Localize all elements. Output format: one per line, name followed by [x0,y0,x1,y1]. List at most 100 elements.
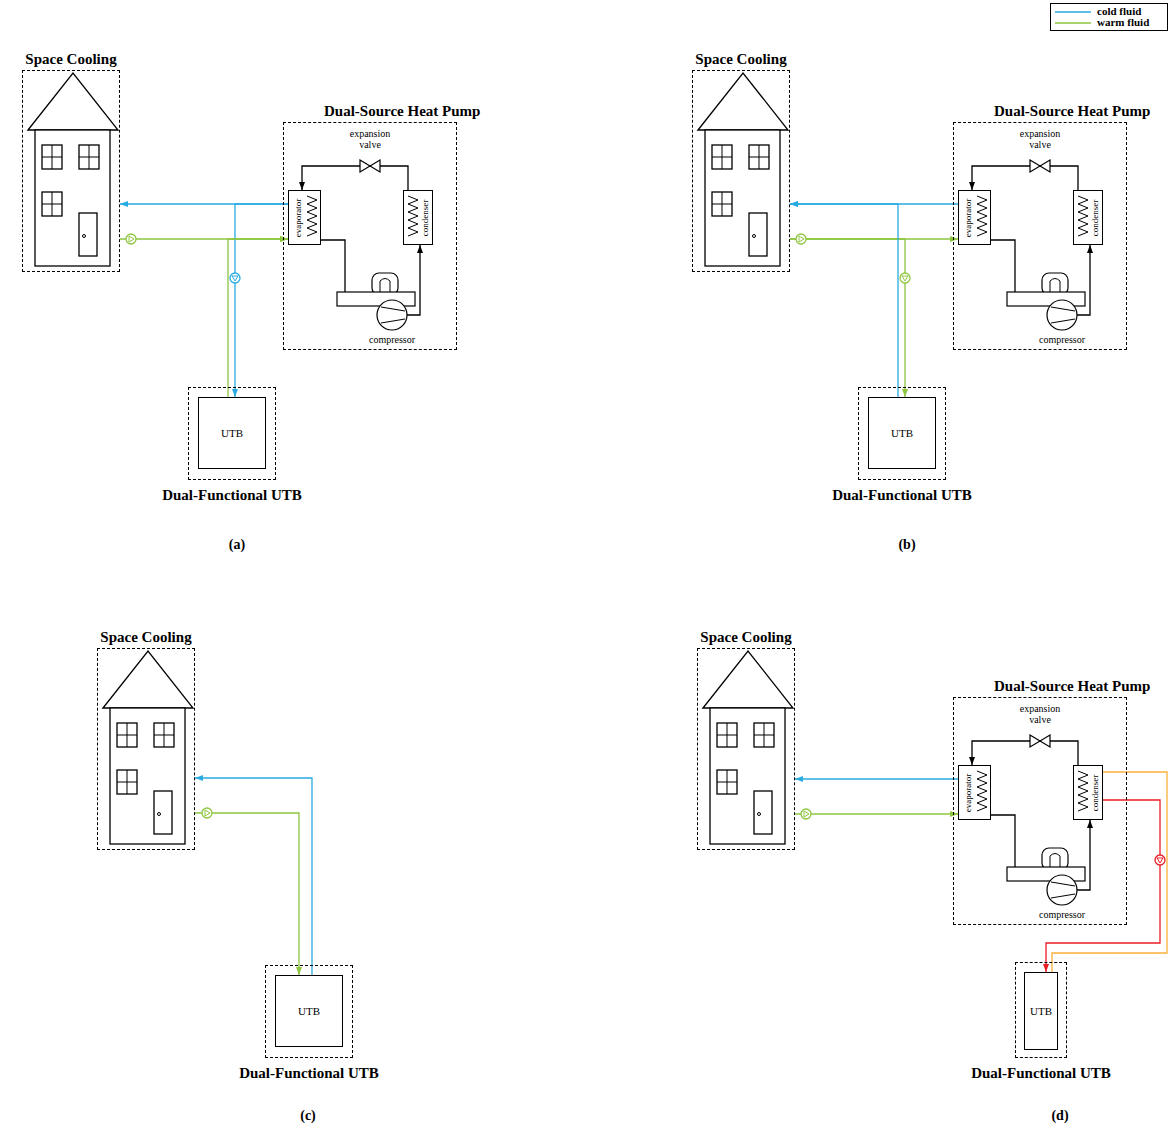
heat-pump-box: Dual-Source Heat Pumpevaporatorcondenser [953,697,1127,925]
heat-pump-box: Dual-Source Heat Pumpevaporatorcondenser [283,122,457,350]
house-window [749,145,769,169]
compressor-blades [381,307,405,323]
pipe-connector [790,239,905,397]
legend-row: cold fluid [1055,6,1163,17]
house-body [35,130,110,266]
group-heading: Space Cooling [25,51,116,68]
door-knob [753,235,756,238]
space-cooling-box: Space Cooling [697,648,795,850]
component-label: condenser [420,199,430,235]
condenser-box: condenser [403,190,433,245]
accumulator [337,292,415,306]
utb-box: UTB [868,397,936,469]
pump-symbol [202,808,212,818]
pipe-connector [991,240,1090,315]
group-heading: Dual-Source Heat Pump [994,103,1150,120]
evaporator-box: evaporator [288,190,321,245]
window-bar [717,735,737,736]
group-heading: Space Cooling [100,629,191,646]
door-knob [758,813,761,816]
pump-symbol [900,273,910,283]
house-window [117,770,137,794]
part-label: compressor [1039,334,1085,345]
compressor-symbol [1047,300,1077,330]
group-heading: Dual-Functional UTB [832,487,972,504]
utb-group-box: Dual-Functional UTBUTB [265,965,353,1058]
component-label: condenser [1090,199,1100,235]
evaporator-box: evaporator [958,765,991,820]
legend-box: cold fluidwarm fluid [1050,3,1168,31]
pump-arrow [205,810,210,816]
legend-text: warm fluid [1097,17,1149,28]
group-heading: Dual-Source Heat Pump [994,678,1150,695]
utb-group-box: Dual-Functional UTBUTB [188,387,276,480]
pipe-connector [195,813,299,975]
window-bar [117,735,137,736]
group-heading: Space Cooling [695,51,786,68]
house-window [42,192,62,216]
house-window [154,723,174,747]
component-label: evaporator [963,773,973,811]
pump-symbol [1155,855,1165,865]
door-knob [158,813,161,816]
panel-label: (d) [1051,1108,1068,1124]
coil-zigzag [408,196,418,236]
accumulator [1007,292,1085,306]
expansion-valve-symbol [1030,160,1050,172]
part-label: expansion valve [340,128,400,150]
house-window [712,192,732,216]
part-label: compressor [1039,909,1085,920]
group-heading: Dual-Functional UTB [162,487,302,504]
compressor-symbol [377,300,407,330]
part-label: expansion valve [1010,703,1070,725]
pipe-connector [972,741,1078,765]
door-knob [83,235,86,238]
legend-line [1055,11,1091,13]
panel-label: (c) [300,1108,316,1124]
pipe-connector [302,166,408,190]
pump-arrow [1157,858,1163,863]
space-cooling-box: Space Cooling [22,70,120,272]
house-window [79,145,99,169]
house-body [710,708,785,844]
pipe-connector [972,166,1078,190]
component-label: condenser [1090,774,1100,810]
window-bar [749,157,769,158]
window-bar [117,782,137,783]
house-window [712,145,732,169]
house-door [754,791,772,834]
component-label: UTB [298,1005,320,1017]
house-window [717,723,737,747]
pump-arrow [902,276,908,281]
pipe-connector [228,239,288,397]
house-door [79,213,97,256]
pipe-connector [991,815,1090,890]
evaporator-box: evaporator [958,190,991,245]
group-heading: Space Cooling [700,629,791,646]
tank-tube [380,279,390,293]
house-window [42,145,62,169]
utb-box: UTB [275,975,343,1047]
compressor-blades [1051,307,1075,323]
house-door [749,213,767,256]
condenser-box: condenser [1073,765,1103,820]
group-heading: Dual-Source Heat Pump [324,103,480,120]
panel-label: (b) [898,537,915,553]
coil-zigzag [307,196,317,236]
compressor-blades [1051,882,1075,898]
pump-arrow [129,236,134,242]
pipe-connector [790,204,898,397]
part-label: compressor [369,334,415,345]
legend-swatch [1055,8,1091,16]
pump-symbol [230,273,240,283]
window-bar [717,782,737,783]
window-bar [754,735,774,736]
coil-zigzag [977,196,987,236]
window-bar [154,735,174,736]
component-label: UTB [221,427,243,439]
house-window [717,770,737,794]
pipe-connector [195,778,312,975]
group-heading: Dual-Functional UTB [239,1065,379,1082]
